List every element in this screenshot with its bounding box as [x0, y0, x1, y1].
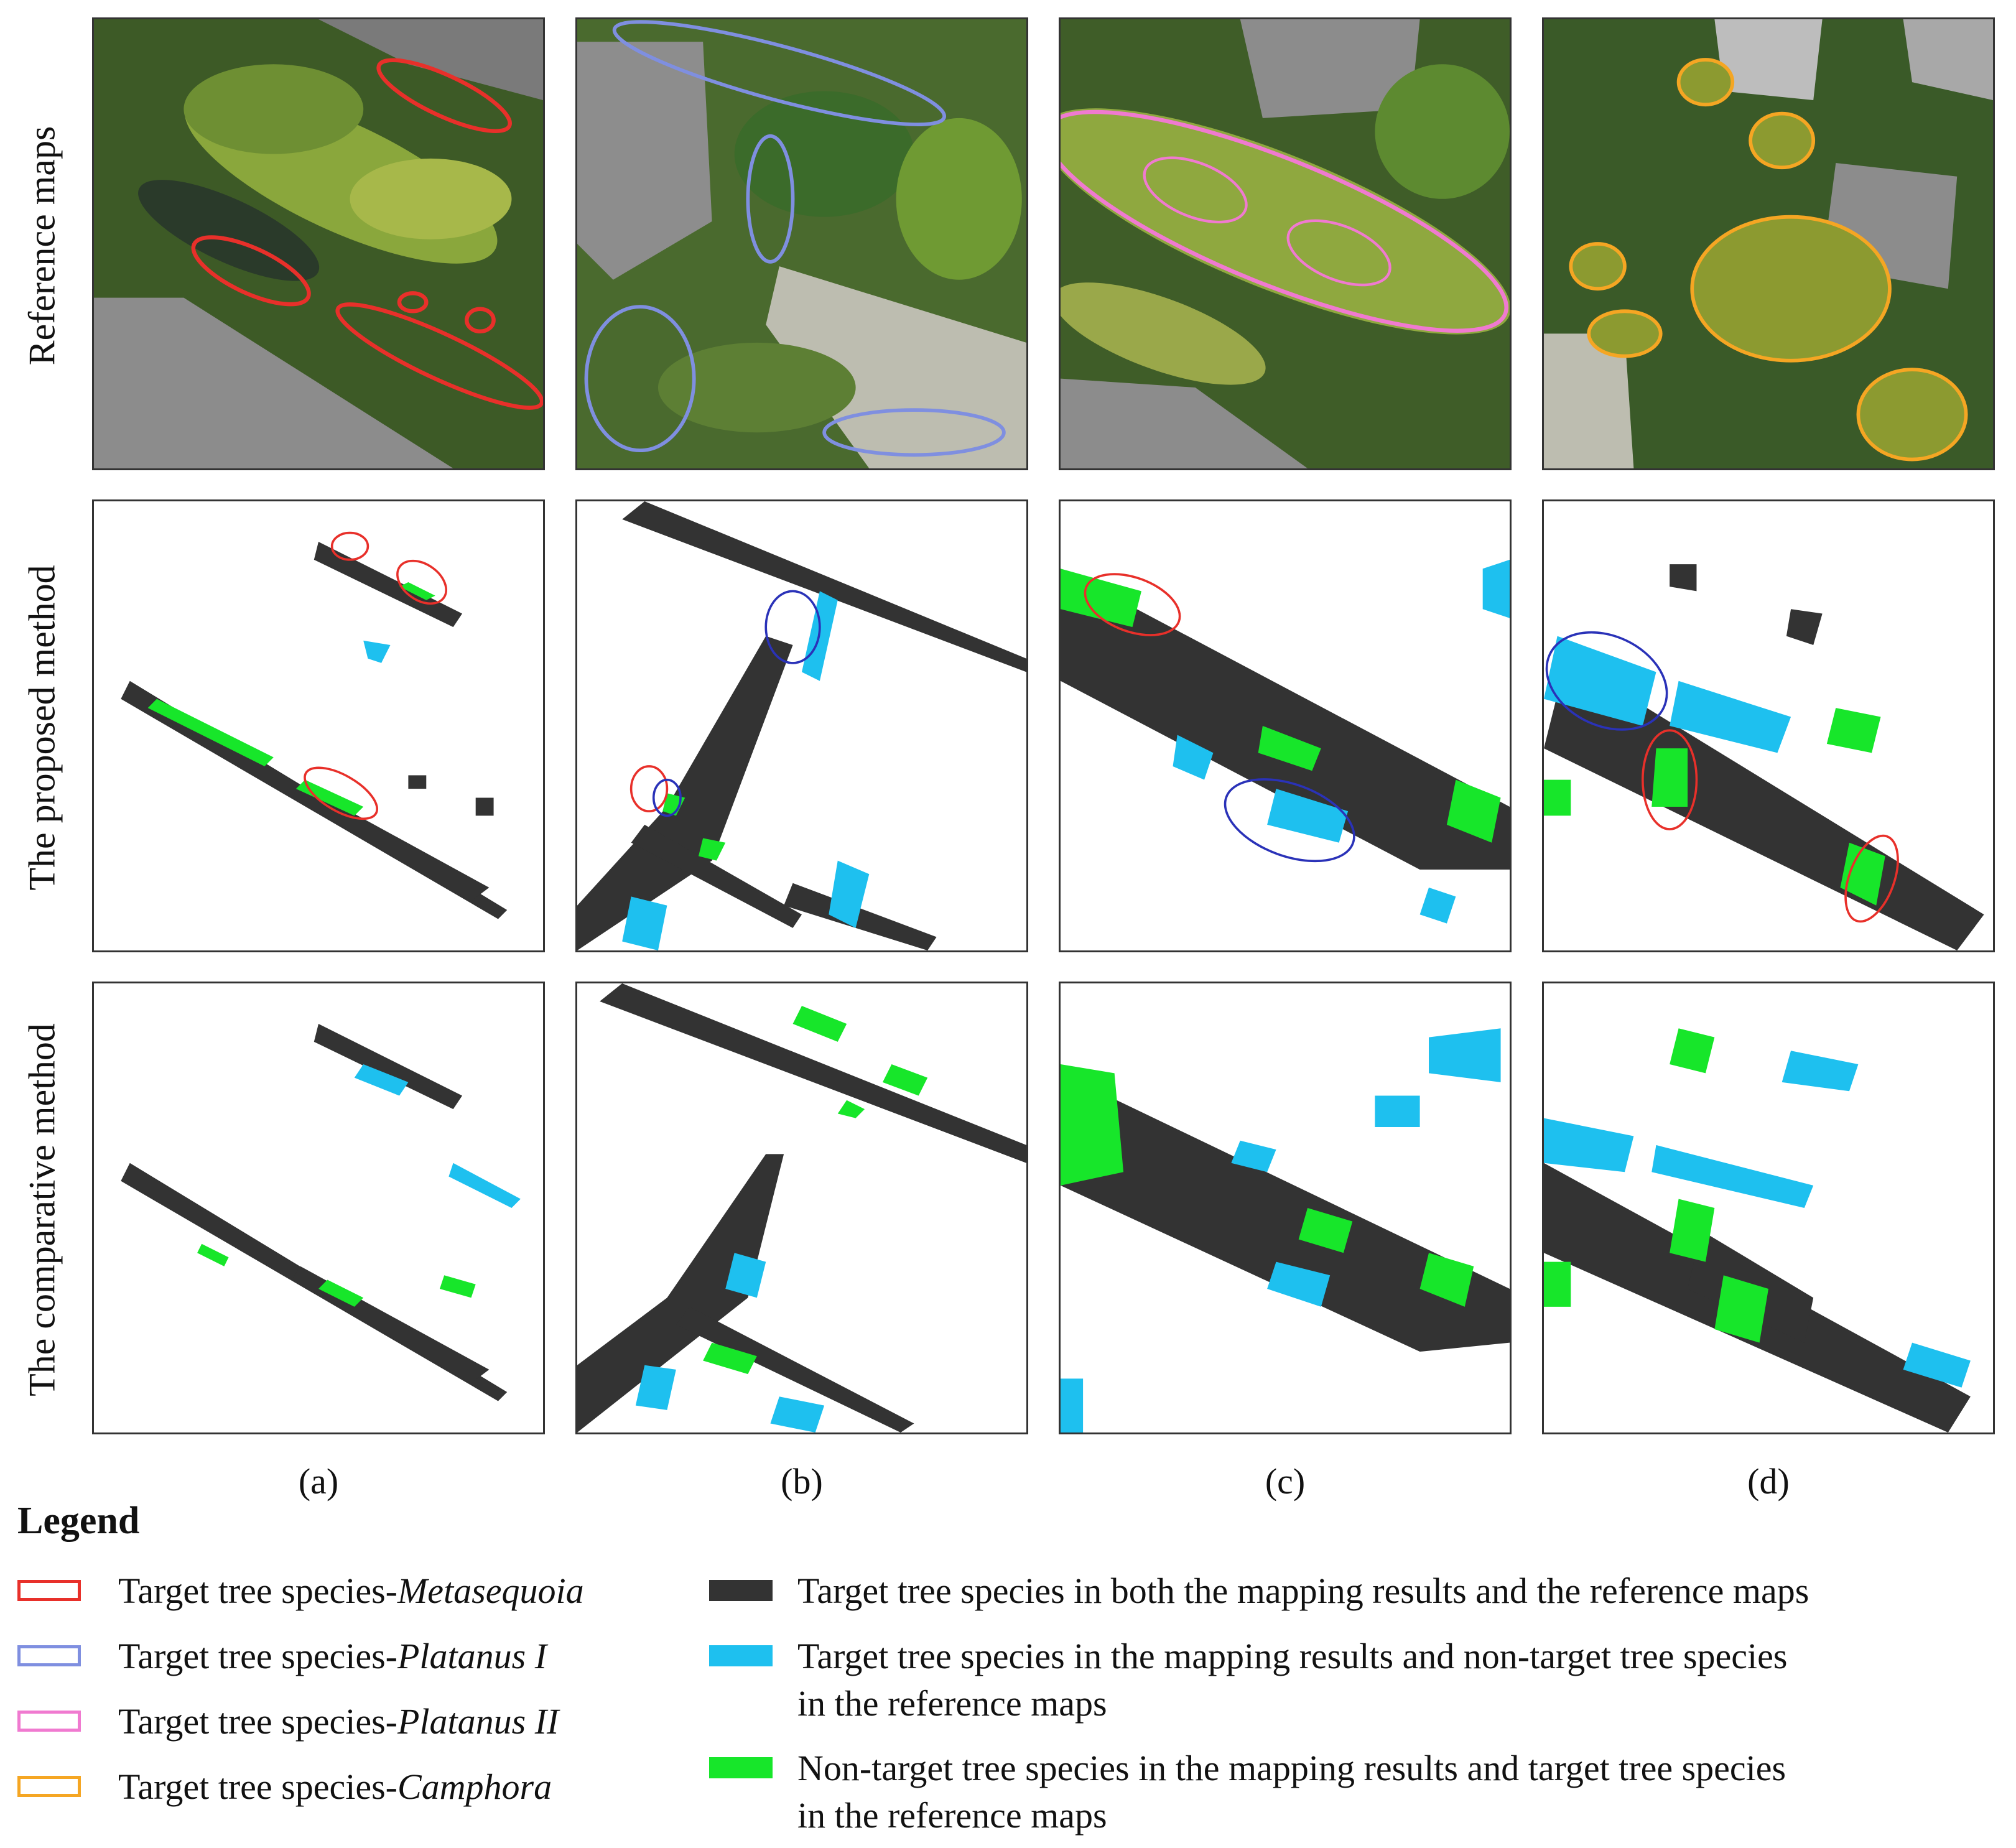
legend-platanus-ii: Target tree species-Platanus II — [17, 1698, 559, 1745]
legend-platanus-i: Target tree species-Platanus I — [17, 1633, 547, 1680]
comparative-method-map-c — [1059, 982, 1512, 1434]
legend-camphora: Target tree species-Camphora — [17, 1763, 552, 1811]
legend-swatch-metasequoia — [17, 1580, 81, 1601]
proposed-method-map-b — [575, 499, 1028, 952]
legend-label-line2: in the reference maps — [797, 1683, 1107, 1724]
comparative-method-map-d — [1542, 982, 1995, 1434]
legend-omission: Non-target tree species in the mapping r… — [709, 1745, 1786, 1839]
legend-label: Target tree species in the mapping resul… — [797, 1633, 1787, 1727]
comparative-method-map-a — [92, 982, 545, 1434]
legend-label: Target tree species in both the mapping … — [797, 1571, 1809, 1611]
row-label-reference-maps: Reference maps — [21, 126, 63, 366]
column-label-d: (d) — [1747, 1461, 1790, 1502]
legend-swatch-camphora — [17, 1776, 81, 1797]
reference-map-b — [575, 17, 1028, 470]
legend-title: Legend — [17, 1500, 140, 1542]
legend-label-line2: in the reference maps — [797, 1795, 1107, 1836]
column-label-b: (b) — [781, 1461, 823, 1502]
legend-swatch-platanus-ii — [17, 1711, 81, 1732]
legend-both-target: Target tree species in both the mapping … — [709, 1567, 1809, 1615]
proposed-method-map-d — [1542, 499, 1995, 952]
legend-swatch-both — [709, 1580, 773, 1601]
column-label-c: (c) — [1265, 1461, 1306, 1502]
legend-swatch-platanus-i — [17, 1645, 81, 1666]
comparative-method-map-b — [575, 982, 1028, 1434]
legend-label: Target tree species-Metasequoia — [118, 1571, 584, 1611]
reference-map-d — [1542, 17, 1995, 470]
legend-label-line1: Target tree species in the mapping resul… — [797, 1636, 1788, 1676]
legend-metasequoia: Target tree species-Metasequoia — [17, 1567, 584, 1615]
row-label-comparative-method: The comparative method — [21, 1023, 63, 1396]
legend-label: Target tree species-Camphora — [118, 1767, 552, 1807]
legend-label: Target tree species-Platanus II — [118, 1701, 559, 1742]
legend-label: Non-target tree species in the mapping r… — [797, 1745, 1786, 1839]
proposed-method-map-a — [92, 499, 545, 952]
legend-swatch-omission — [709, 1757, 773, 1778]
legend-swatch-commission — [709, 1645, 773, 1666]
legend-label-line1: Non-target tree species in the mapping r… — [797, 1748, 1786, 1788]
legend-label: Target tree species-Platanus I — [118, 1636, 547, 1676]
reference-map-a — [92, 17, 545, 470]
row-label-proposed-method: The proposed method — [21, 565, 63, 891]
reference-map-c — [1059, 17, 1512, 470]
legend-commission: Target tree species in the mapping resul… — [709, 1633, 1787, 1727]
column-label-a: (a) — [298, 1461, 339, 1502]
proposed-method-map-c — [1059, 499, 1512, 952]
